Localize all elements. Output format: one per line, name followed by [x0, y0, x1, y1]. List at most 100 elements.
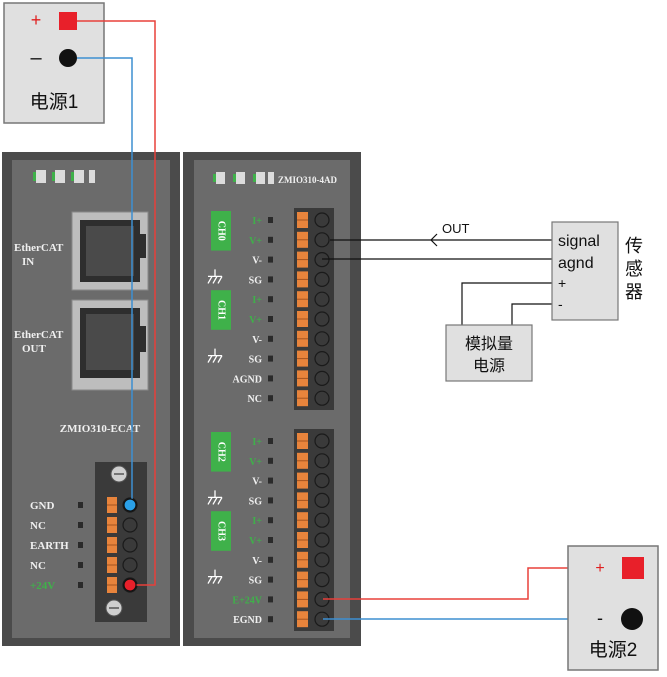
ad-pin-label: I+ [252, 295, 262, 306]
ad-pin-screw [314, 331, 330, 347]
ecat-pin-screw [122, 517, 138, 533]
power-supply-2: + - 电源2 [567, 545, 659, 671]
ad-pin-hole [268, 395, 273, 402]
ad-pin-label: V+ [249, 236, 262, 247]
signal-direction-arrow [430, 233, 438, 247]
ad-pin-hole [268, 217, 273, 223]
ad-pin-hole [268, 236, 273, 243]
ground-icon [207, 348, 223, 363]
ecat-pin-label: GND [30, 500, 55, 512]
ecat-pin-label: EARTH [30, 540, 69, 552]
out-label: OUT [442, 221, 470, 236]
ad-pin-hole [268, 335, 273, 342]
psu1-plus-label: + [31, 10, 42, 30]
ad-pin-hole [268, 497, 273, 504]
ad-pin-label: I+ [252, 437, 262, 448]
ad-pin-label: V+ [249, 536, 262, 547]
ad-pin-label: NC [248, 394, 262, 405]
ad-pin-screw [314, 390, 330, 406]
ad-pin-label: V- [252, 335, 262, 346]
ecat-status-leds [33, 170, 95, 183]
ad-pin-hole [268, 457, 273, 464]
analog-psu-line2: 电源 [473, 357, 505, 375]
ad-pin-label: I+ [252, 516, 262, 527]
sensor-name-char: 器 [625, 282, 643, 302]
ground-icon [207, 269, 223, 284]
ad-pin-hole [268, 537, 273, 543]
ad-pin-hole [268, 355, 273, 362]
psu2-box [567, 545, 659, 671]
psu1-minus-label: – [30, 47, 42, 69]
ad-pin-label: V+ [249, 457, 262, 468]
ad-pin-screw [314, 552, 330, 568]
wire-psu1-positive [77, 20, 156, 586]
channel-tag-label: CH3 [216, 521, 227, 541]
ad-model-label: ZMIO310-4AD [278, 175, 337, 185]
ad-pin-label: V- [252, 477, 262, 488]
ad-pin-hole [268, 576, 273, 583]
ad-pin-screw [314, 271, 330, 287]
ad-pin-label: SG [249, 355, 263, 366]
ad-pin-hole [268, 438, 273, 444]
sensor-pin-label: signal [558, 233, 600, 250]
analog-psu-box [445, 324, 533, 382]
ad-pin-label: I+ [252, 216, 262, 227]
sensor-pin-label: agnd [558, 255, 594, 272]
ecat-24v-terminal-dot [123, 578, 137, 592]
sensor-box [551, 221, 619, 321]
ad-pin-label: SG [249, 576, 263, 587]
ad-pin-hole [268, 375, 273, 382]
psu1-minus-terminal [59, 49, 77, 67]
ad-pin-screw [314, 473, 330, 489]
ad-status-leds [213, 172, 274, 184]
ecat-pin-hole [78, 522, 83, 528]
sensor-name: 传感器 [625, 236, 643, 302]
channel-tag [211, 211, 231, 251]
ecat-gnd-terminal-dot [123, 498, 137, 512]
psu2-minus-label: - [597, 608, 603, 628]
ad-module: ZMIO310-4AD I+V+V-SGI+V+V-SGAGNDNCCH0CH1… [183, 152, 361, 646]
wire-analog-negative [511, 303, 552, 325]
sensor-name-char: 传 [625, 236, 643, 256]
ad-pin-hole [268, 256, 273, 263]
psu2-plus-label: + [595, 560, 604, 577]
ad-pin-label: E+24V [232, 595, 262, 606]
ad-pin-screw [314, 370, 330, 386]
ad-pin-hole [268, 556, 273, 563]
ad-pin-screw [314, 433, 330, 449]
psu2-name: 电源2 [589, 639, 638, 661]
ecat-pin-screw [122, 537, 138, 553]
psu1-plus-terminal [59, 12, 77, 30]
ad-pin-label: V+ [249, 315, 262, 326]
ground-icon [207, 490, 223, 505]
ad-pin-hole [268, 276, 273, 283]
ground-icon [207, 569, 223, 584]
ad-pin-label: AGND [233, 374, 262, 385]
ad-pin-label: V- [252, 256, 262, 267]
ad-pin-label: SG [249, 496, 263, 507]
power-supply-1: + – 电源1 [3, 2, 105, 124]
channel-tag-label: CH0 [216, 221, 227, 241]
ad-pin-screw [314, 512, 330, 528]
ecat-pin-hole [78, 542, 83, 548]
ad-pin-hole [268, 517, 273, 524]
ethercat-in-port[interactable] [71, 211, 149, 291]
wire-psu2-positive [323, 567, 591, 600]
ethercat-out-port[interactable] [71, 299, 149, 391]
channel-tag [211, 432, 231, 472]
sensor-name-char: 感 [625, 259, 643, 279]
ecat-pin-label: +24V [30, 580, 55, 592]
ad-pin-label: V- [252, 556, 262, 567]
ad-pin-hole [268, 296, 273, 303]
ecat-pin-label: NC [30, 520, 46, 532]
